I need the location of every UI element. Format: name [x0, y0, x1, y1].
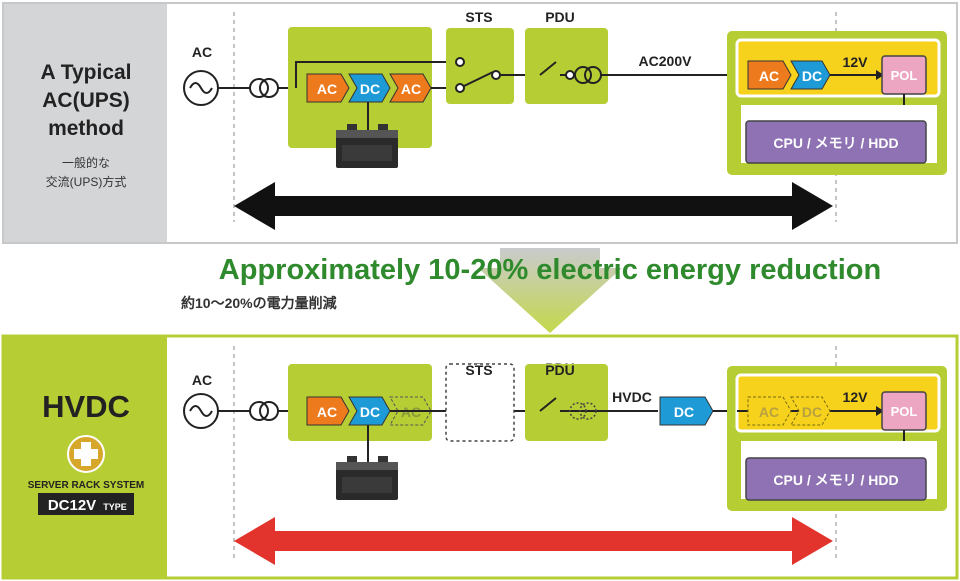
hvdc-logo: HVDC [42, 389, 130, 424]
svg-text:AC: AC [759, 68, 779, 84]
top-pdu-label: PDU [545, 9, 575, 25]
svg-text:PDU: PDU [545, 362, 575, 378]
top-ups-ac-in [306, 73, 350, 103]
top-12v-label: 12V [843, 54, 869, 70]
down-arrow [478, 248, 622, 333]
top-span-arrow [234, 182, 833, 230]
svg-text:STS: STS [465, 362, 492, 378]
svg-text:POL: POL [891, 68, 918, 83]
badge-line2: DC12V [48, 497, 96, 514]
bottom-psu-dc-removed [790, 396, 831, 426]
subline: 約10〜20%の電力量削減 [181, 295, 337, 311]
top-side-sub-2: 交流(UPS)方式 [46, 174, 127, 189]
bottom-ups-ac-in [306, 396, 350, 426]
top-side-title-2: AC(UPS) [42, 89, 130, 112]
top-battery-icon [336, 124, 398, 168]
bottom-psu-ac-removed [747, 396, 792, 426]
top-panel: A Typical AC(UPS) method 一般的な 交流(UPS)方式 … [2, 2, 958, 244]
top-cpu-box [745, 120, 927, 164]
svg-text:POL: POL [891, 404, 918, 419]
bottom-ups-dc [348, 396, 391, 426]
top-ac-label: AC [192, 44, 212, 60]
badge-type-box [38, 493, 134, 515]
top-side-sub-1: 一般的な [62, 155, 110, 170]
bottom-transformer-icon [249, 401, 269, 421]
middle-section: Approximately 10-20% electric energy red… [181, 248, 881, 333]
top-ups-dc [348, 73, 391, 103]
bottom-ac-label: AC [192, 372, 212, 388]
bottom-12v-label: 12V [843, 389, 869, 405]
top-sts-switch-icon [463, 71, 494, 87]
svg-text:AC: AC [317, 81, 337, 97]
svg-text:AC: AC [317, 404, 337, 420]
bottom-panel: HVDC SERVER RACK SYSTEM DC12V TYPE AC AC… [1, 334, 959, 580]
top-transformer-icon [249, 78, 269, 98]
svg-text:DC: DC [674, 404, 694, 420]
bottom-sts-box-removed [445, 363, 515, 442]
bottom-dc-converter [659, 396, 714, 426]
bottom-pdu-switch-icon [539, 397, 557, 412]
bottom-cpu-box [745, 457, 927, 501]
top-pdu-transformer-icon [574, 66, 592, 84]
badge-line1: SERVER RACK SYSTEM [28, 480, 145, 491]
top-sts-box [446, 28, 514, 104]
bottom-ups-ac-out-removed [389, 396, 432, 426]
plus-badge-icon [67, 435, 105, 473]
headline: Approximately 10-20% electric energy red… [219, 254, 881, 286]
svg-text:CPU / メモリ / HDD: CPU / メモリ / HDD [773, 472, 898, 488]
svg-text:CPU / メモリ / HDD: CPU / メモリ / HDD [773, 135, 898, 151]
top-ac200v-label: AC200V [639, 53, 693, 69]
top-side-panel [4, 4, 167, 242]
top-side-title-1: A Typical [40, 61, 131, 84]
bottom-span-arrow [234, 517, 833, 565]
svg-text:AC: AC [759, 404, 779, 420]
svg-text:AC: AC [401, 81, 421, 97]
badge-type: TYPE [103, 502, 127, 512]
top-sts-label: STS [465, 9, 492, 25]
top-psu-dc [790, 60, 831, 90]
top-pdu-switch-icon [539, 61, 557, 76]
top-pdu-box [525, 28, 608, 104]
bottom-pdu-transformer-removed [569, 402, 587, 420]
svg-text:DC: DC [802, 68, 822, 84]
svg-text:DC: DC [802, 404, 822, 420]
top-psu-ac [747, 60, 792, 90]
top-side-title-3: method [48, 117, 124, 140]
bottom-pdu-box [525, 364, 608, 441]
top-ups-ac-out [389, 73, 432, 103]
svg-text:DC: DC [360, 81, 380, 97]
bottom-hvdc-label: HVDC [612, 389, 652, 405]
bottom-battery-icon [336, 456, 398, 500]
svg-text:DC: DC [360, 404, 380, 420]
